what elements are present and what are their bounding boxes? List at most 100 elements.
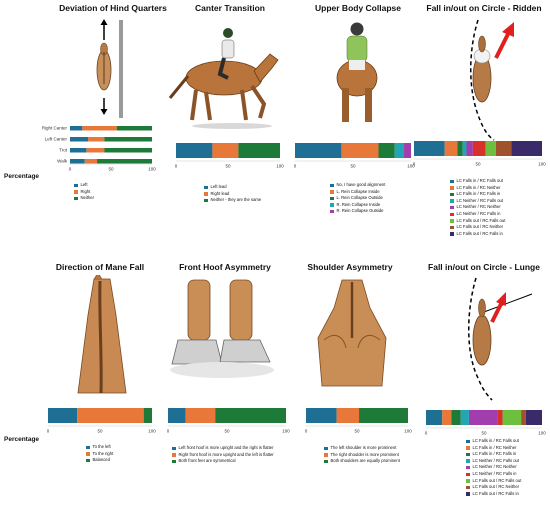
up-arrow-icon <box>100 19 108 40</box>
circle-ridden-illustration <box>469 19 514 141</box>
bar-segment <box>394 143 405 158</box>
legend-swatch <box>450 192 454 197</box>
legend-swatch <box>450 199 454 203</box>
legend-item: LC Falls out / RC Falls in <box>466 491 521 498</box>
percentage-label-top: Percentage <box>4 173 40 180</box>
legend-swatch <box>330 183 334 188</box>
legend-item: LC Falls in / RC Falls out <box>466 438 521 445</box>
x-tick-label: 100 <box>404 429 412 434</box>
x-tick-label: 0 <box>305 429 308 434</box>
legend-label: Left <box>80 182 88 187</box>
legend-swatch <box>74 183 78 188</box>
legend-label: LC Falls in / RC Falls in <box>456 191 501 197</box>
down-arrow-icon <box>100 98 108 115</box>
legend-label: To the right <box>92 450 114 456</box>
legend-label: L. Rein Collapse Inside <box>336 188 380 194</box>
legend-item: LC Falls out / RC Neither <box>450 224 505 231</box>
legend-label: R. Rein Collapse Inside <box>336 201 381 207</box>
legend-swatch <box>466 492 470 496</box>
legend-swatch <box>466 479 470 483</box>
legend-label: LC Neither / RC Neither <box>472 464 517 470</box>
legend-swatch <box>466 472 470 477</box>
legend-label: LC Falls in / RC Neither <box>472 444 517 450</box>
legend-swatch <box>330 203 334 207</box>
bar-segment <box>485 141 496 156</box>
category-label: Right Canter <box>42 126 68 131</box>
legend-swatch <box>450 212 454 217</box>
bar-segment <box>168 408 186 423</box>
chart-title-hoof: Front Hoof Asymmetry <box>179 262 271 272</box>
chart-title-mane: Direction of Mane Fall <box>55 262 145 272</box>
bar-segment <box>86 148 105 153</box>
x-tick-label: 0 <box>413 162 416 167</box>
legend-label: To the left <box>92 444 111 449</box>
bar-segment <box>215 408 286 423</box>
legend-swatch <box>172 459 176 464</box>
x-tick-label: 50 <box>97 429 103 434</box>
x-tick-label: 100 <box>148 167 156 172</box>
legend-item: Balanced <box>86 457 113 464</box>
x-tick-label: 0 <box>167 429 170 434</box>
bar-segment <box>378 143 395 158</box>
mane-fall-illustration <box>77 275 127 394</box>
bar-segment <box>442 410 452 425</box>
legend-item: Neither - they are the same <box>204 197 261 204</box>
bar-segment <box>426 410 443 425</box>
x-tick-label: 50 <box>481 431 487 436</box>
bar-segment <box>70 148 87 153</box>
legend-swatch <box>330 190 334 194</box>
legend-item: Left front hoof is more upright and the … <box>172 445 274 452</box>
percentage-label-bottom: Percentage <box>4 436 40 443</box>
bar-segment <box>468 410 498 425</box>
legend-item: LC Falls in / RC Neither <box>450 185 505 192</box>
right-front-hoof <box>219 279 271 363</box>
bar-segment <box>84 159 98 164</box>
x-tick-label: 50 <box>108 167 114 172</box>
x-tick-label: 0 <box>69 167 72 172</box>
legend-item: To the left <box>86 444 113 451</box>
legend-label: LC Falls out / RC Falls out <box>472 477 522 483</box>
chart-title-fall-ridden: Fall in/out on Circle - Ridden <box>426 3 542 13</box>
bar-segment <box>77 408 144 423</box>
legend-label: Neither - they are the same <box>210 197 262 203</box>
chart-title-hind: Deviation of Hind Quarters <box>59 3 167 13</box>
legend-item: L. Rein Collapse Outside <box>330 195 385 202</box>
legend-item: R. Rein Collapse Outside <box>330 208 385 215</box>
legend-swatch <box>466 452 470 457</box>
rider-figure <box>217 28 235 80</box>
legend-label: Balanced <box>92 457 110 463</box>
legend-swatch <box>450 232 454 236</box>
circle-lunge-illustration <box>467 277 533 401</box>
bar-segment <box>48 408 78 423</box>
legend-label: LC Falls out / RC Falls in <box>456 230 503 236</box>
legend-item: LC Falls in / RC Falls in <box>450 191 505 198</box>
bar-segment <box>88 137 105 142</box>
legend-item: LC Falls out / RC Neither <box>466 484 521 491</box>
x-tick-label: 50 <box>354 429 360 434</box>
hoof-asymmetry-legend: Left front hoof is more upright and the … <box>172 445 274 465</box>
legend-item: The left shoulder is more prominent <box>324 445 400 452</box>
legend-swatch <box>466 465 470 470</box>
legend-swatch <box>204 198 208 203</box>
legend-swatch <box>466 459 470 463</box>
legend-item: LC Falls in / RC Falls out <box>450 178 505 185</box>
legend-label: LC Falls in / RC Falls out <box>456 178 503 183</box>
bar-segment <box>176 143 213 158</box>
bar-segment <box>414 141 445 156</box>
chart-title-canter: Canter Transition <box>195 3 265 13</box>
horse-top-lunge <box>472 298 492 366</box>
x-tick-label: 0 <box>294 164 297 169</box>
legend-item: LC Neither / RC Falls out <box>450 198 505 205</box>
category-label: Walk <box>57 159 68 164</box>
bar-segment <box>525 410 542 425</box>
bar-segment <box>359 408 408 423</box>
bar-segment <box>404 143 411 158</box>
legend-swatch <box>86 445 90 450</box>
legend-item: LC Neither / RC Falls in <box>450 211 505 218</box>
rider-back-figure <box>346 22 368 70</box>
